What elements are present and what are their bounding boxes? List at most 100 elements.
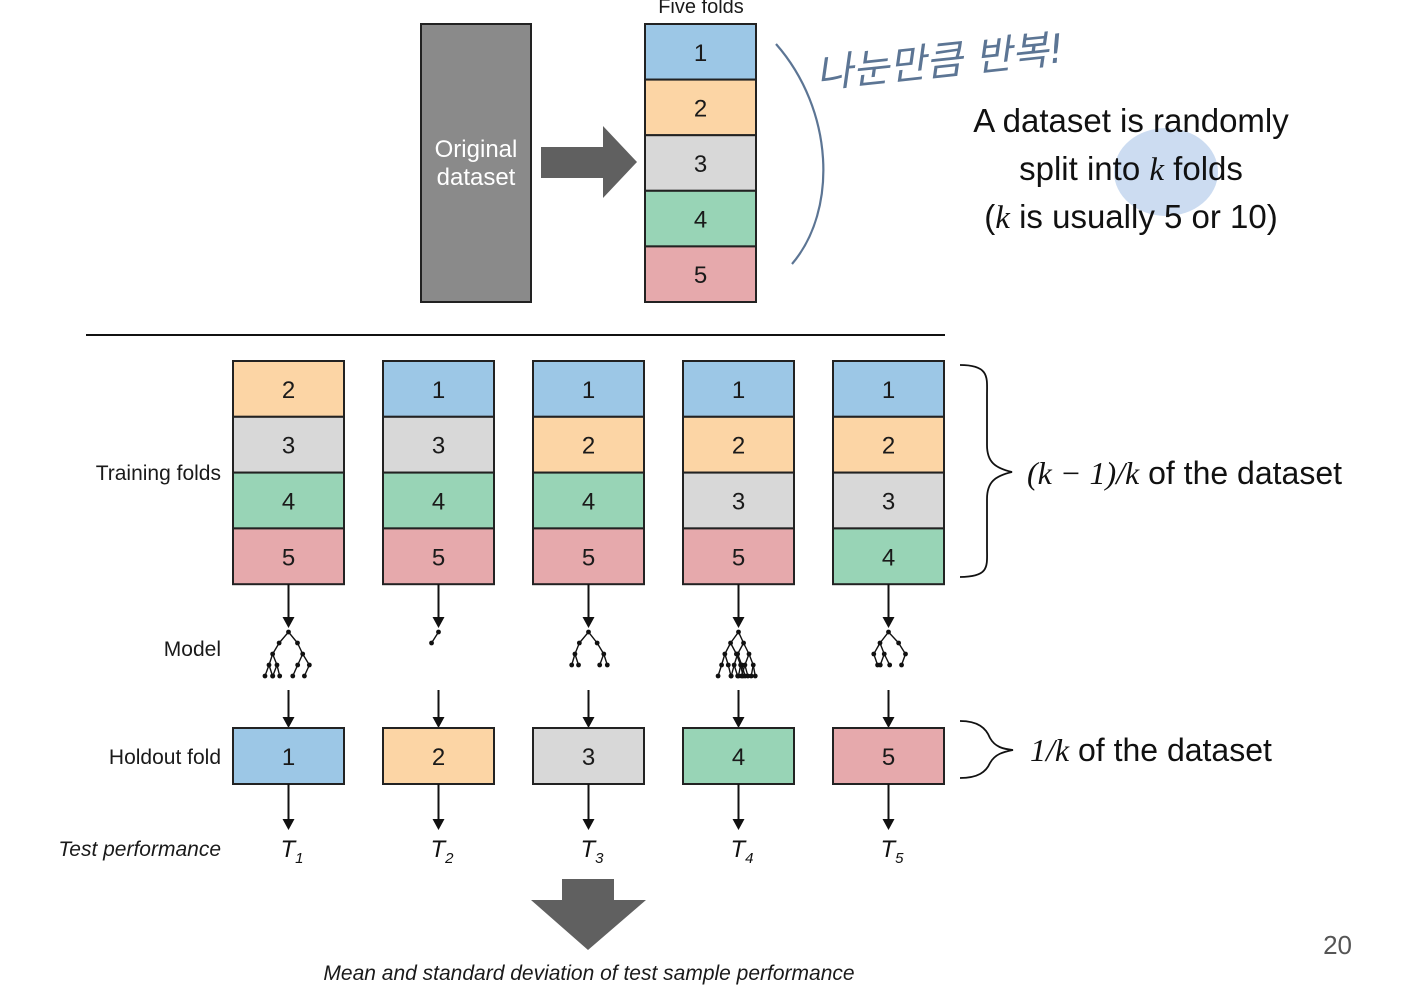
training-fold-5: 5 xyxy=(382,527,495,586)
fold-cell xyxy=(532,527,645,586)
training-fold-2: 2 xyxy=(682,415,795,474)
fold-number: 2 xyxy=(432,744,445,771)
flow-arrowhead xyxy=(582,717,595,728)
training-fold-1: 1 xyxy=(382,360,495,418)
fold-cell xyxy=(232,415,345,474)
decision-tree-icon xyxy=(871,629,908,668)
holdout-fold-2: 2 xyxy=(382,727,495,785)
test-performance-label: T2 xyxy=(431,836,455,867)
k-symbol: k xyxy=(1149,152,1165,188)
iteration-4: 1 2 3 5 4T4 xyxy=(682,360,795,867)
test-performance-label: T5 xyxy=(881,836,905,867)
holdout-fold-4: 4 xyxy=(682,727,795,785)
fold-number: 2 xyxy=(882,433,895,460)
fold-number: 5 xyxy=(432,544,445,571)
test-performance-label: T3 xyxy=(581,836,605,867)
fold-number: 1 xyxy=(694,40,707,67)
training-fold-2: 2 xyxy=(232,360,345,418)
training-fold-2: 2 xyxy=(532,415,645,474)
flow-arrowhead xyxy=(582,617,595,628)
top-fold-3: 3 xyxy=(644,134,757,192)
flow-arrowhead xyxy=(882,819,895,830)
page-number: 20 xyxy=(1323,930,1352,960)
original-dataset-label-line1: Original xyxy=(435,136,518,163)
training-stack: 1 2 3 5 xyxy=(682,360,795,586)
training-fraction-math: (k − 1)/k xyxy=(1027,455,1140,491)
flow-arrowhead xyxy=(732,617,745,628)
five-folds-title: Five folds xyxy=(658,0,744,18)
flow-arrowhead xyxy=(282,617,295,628)
training-fold-1: 1 xyxy=(682,360,795,418)
fold-cell xyxy=(682,415,795,474)
fold-cell xyxy=(682,471,795,530)
fold-cell xyxy=(232,527,345,586)
flow-arrowhead xyxy=(432,819,445,830)
training-fraction-label: (k − 1)/k of the dataset xyxy=(1027,455,1342,491)
decision-tree-icon xyxy=(429,629,441,646)
fold-number: 4 xyxy=(882,544,895,571)
fold-number: 4 xyxy=(282,489,295,516)
training-fold-2: 2 xyxy=(832,415,945,474)
k-symbol: k xyxy=(995,200,1011,236)
holdout-brace xyxy=(959,720,1014,779)
training-stack: 1 3 4 5 xyxy=(382,360,495,586)
fold-number: 3 xyxy=(732,489,745,516)
training-fold-4: 4 xyxy=(382,471,495,530)
training-fold-4: 4 xyxy=(532,471,645,530)
fold-cell xyxy=(532,415,645,474)
fold-cell xyxy=(644,189,757,248)
training-fold-5: 5 xyxy=(232,527,345,586)
fold-cell xyxy=(832,471,945,530)
original-dataset-block xyxy=(420,23,532,303)
flow-arrowhead xyxy=(882,617,895,628)
training-fold-3: 3 xyxy=(232,415,345,474)
fold-cell xyxy=(232,360,345,418)
annotation-line1: A dataset is randomly xyxy=(973,102,1289,139)
row-label-test: Test performance xyxy=(58,838,221,861)
training-fold-4: 4 xyxy=(832,527,945,586)
fold-cell xyxy=(382,527,495,586)
fold-cell xyxy=(832,415,945,474)
fold-number: 1 xyxy=(432,377,445,404)
fold-number: 2 xyxy=(694,95,707,122)
fold-cell xyxy=(532,471,645,530)
row-label-holdout: Holdout fold xyxy=(109,746,221,769)
fold-number: 3 xyxy=(694,151,707,178)
top-fold-4: 4 xyxy=(644,189,757,248)
test-performance-label: T4 xyxy=(731,836,754,867)
fold-number: 1 xyxy=(282,744,295,771)
training-stack: 2 3 4 5 xyxy=(232,360,345,586)
top-fold-5: 5 xyxy=(644,245,757,303)
bottom-caption: Mean and standard deviation of test samp… xyxy=(323,962,854,985)
fold-number: 4 xyxy=(582,489,595,516)
fold-number: 3 xyxy=(882,489,895,516)
top-fold-1: 1 xyxy=(644,23,757,81)
decision-tree-icon xyxy=(262,629,312,679)
fold-number: 3 xyxy=(432,433,445,460)
fold-number: 4 xyxy=(432,489,445,516)
top-fold-2: 2 xyxy=(644,78,757,137)
fold-cell xyxy=(382,360,495,418)
fold-number: 1 xyxy=(582,377,595,404)
row-label-training: Training folds xyxy=(96,462,221,485)
training-fold-4: 4 xyxy=(232,471,345,530)
iteration-2: 1 3 4 5 2T2 xyxy=(382,360,495,867)
fold-cell xyxy=(682,727,795,785)
training-fold-3: 3 xyxy=(682,471,795,530)
fold-number: 4 xyxy=(732,744,745,771)
fold-number: 4 xyxy=(694,207,707,234)
fold-number: 1 xyxy=(732,377,745,404)
flow-arrowhead xyxy=(882,717,895,728)
flow-arrowhead xyxy=(432,617,445,628)
fold-cell xyxy=(644,23,757,81)
decision-tree-icon xyxy=(715,629,758,679)
training-fold-5: 5 xyxy=(682,527,795,586)
fold-number: 3 xyxy=(282,433,295,460)
fold-cell xyxy=(832,360,945,418)
original-dataset-label-line2: dataset xyxy=(437,164,516,191)
flow-arrowhead xyxy=(732,717,745,728)
